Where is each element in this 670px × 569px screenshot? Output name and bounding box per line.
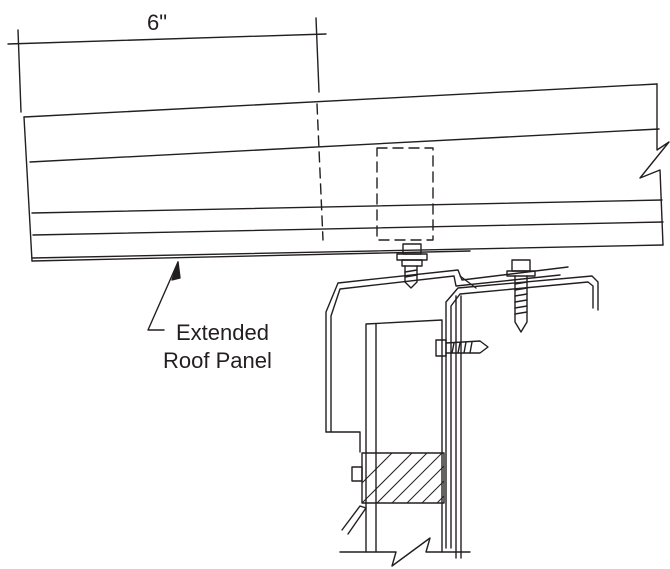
wall-block (339, 319, 471, 567)
panel-top-line (23, 83, 658, 118)
trim-lower (325, 431, 361, 453)
panel-break-symbol (639, 83, 670, 246)
dimension-label: 6" (147, 10, 167, 35)
screw-panel-icon (396, 243, 428, 289)
screw-channel-icon (506, 259, 536, 333)
trim-inner (330, 274, 561, 433)
channel-inner (450, 281, 594, 549)
bottom-break-symbol (339, 537, 471, 567)
panel-left-end (23, 116, 33, 262)
hidden-block-dashed (376, 147, 434, 241)
wall-outline (365, 319, 443, 553)
panel-center-dashed (316, 103, 324, 241)
dimension-extension-right (315, 17, 320, 93)
callout-leader (147, 261, 181, 331)
panel-layer-line-1 (29, 128, 660, 163)
lower-strap (341, 505, 367, 535)
callout-label-line2: Roof Panel (163, 348, 272, 373)
channel-outer (445, 275, 599, 549)
callout-label-line1: Extended (176, 320, 269, 345)
trim-outer (325, 266, 569, 433)
hatch-lines (361, 452, 445, 504)
dimension-extension-left (17, 29, 22, 113)
panel-layer-line-3 (32, 221, 664, 236)
leader-line (147, 261, 179, 331)
dimension-marker (7, 17, 327, 113)
panel-layer-line-2 (31, 199, 663, 214)
support-channel (445, 275, 599, 559)
wall-fastener-head (351, 466, 363, 482)
extended-roof-panel (23, 83, 670, 262)
dimension-line (7, 33, 327, 45)
leader-arrowhead-icon (171, 261, 181, 281)
panel-bottom-sheet-2 (31, 250, 471, 262)
screw-horizontal-icon (435, 339, 489, 357)
eave-trim (325, 266, 569, 453)
panel-bottom-sheet (31, 244, 664, 259)
